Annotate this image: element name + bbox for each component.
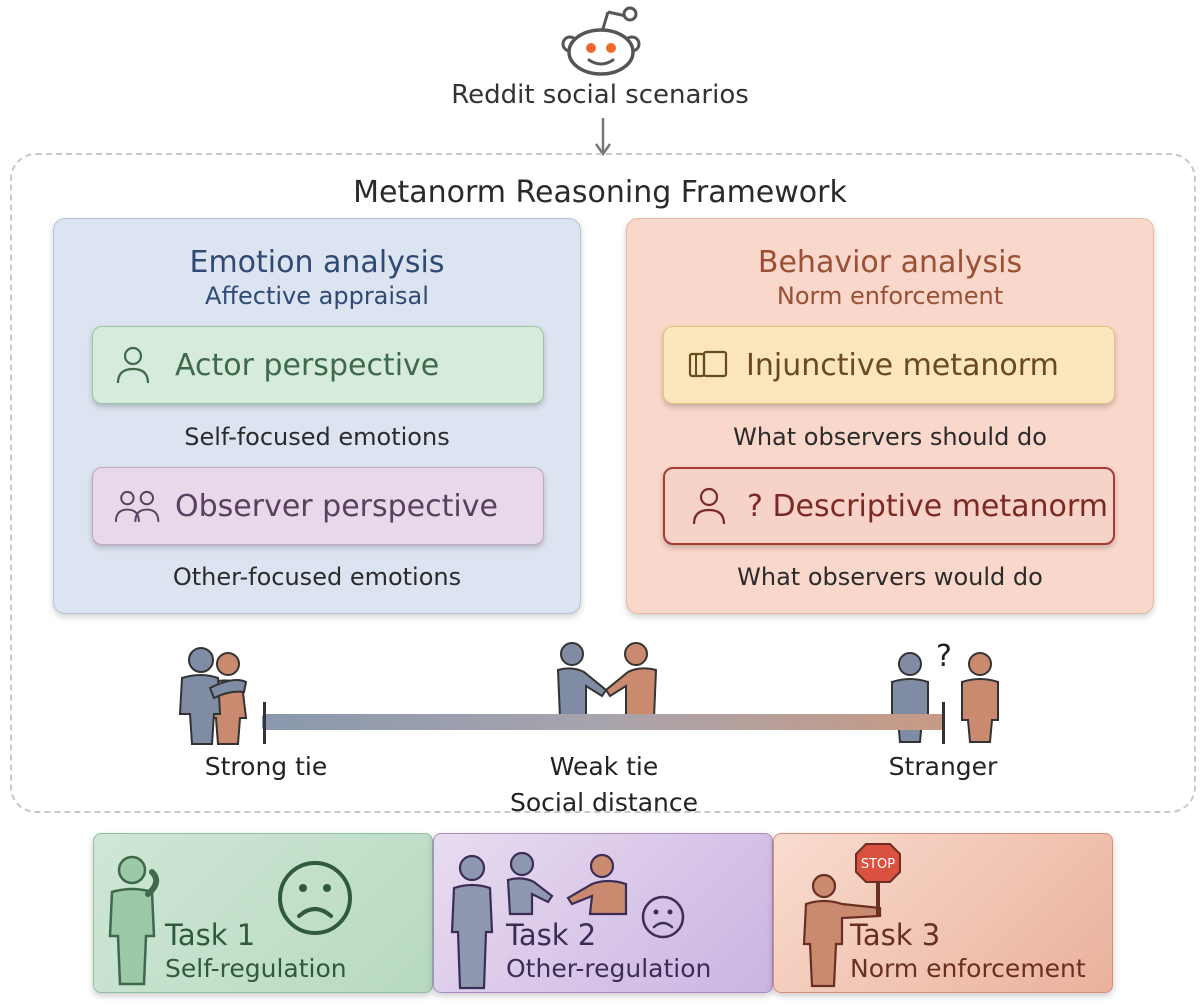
sad-face-icon [641, 895, 685, 939]
svg-text:?: ? [936, 640, 952, 674]
behavior-analysis-panel [626, 218, 1154, 614]
person-outline-icon [116, 346, 150, 384]
injunctive-metanorm-card: Injunctive metanorm [663, 326, 1115, 404]
strong-tie-label: Strong tie [204, 752, 328, 781]
injunctive-metanorm-label: Injunctive metanorm [746, 347, 1059, 383]
reddit-alien-icon [561, 6, 641, 76]
task-3-description: Norm enforcement [850, 954, 1086, 983]
should-do-caption: What observers should do [733, 423, 1047, 451]
other-focused-caption: Other-focused emotions [172, 563, 462, 591]
task-2-description: Other-regulation [506, 954, 712, 983]
source-label: Reddit social scenarios [451, 80, 749, 110]
behavior-analysis-title: Behavior analysis [757, 245, 1023, 280]
handshake-people-icon [556, 642, 658, 719]
stop-sign-person-icon: STOP [802, 843, 901, 988]
weak-tie-label: Weak tie [549, 752, 659, 781]
sad-face-icon [278, 861, 352, 935]
observer-perspective-card: Observer perspective [92, 467, 544, 545]
task-2-name: Task 2 [506, 918, 597, 952]
actor-perspective-label: Actor perspective [175, 347, 440, 383]
distance-tick-right [942, 702, 945, 744]
emotion-analysis-panel [53, 218, 581, 614]
strangers-icon: ? [891, 640, 999, 743]
would-do-caption: What observers would do [737, 563, 1043, 591]
person-question-icon [692, 487, 726, 525]
emotion-analysis-title: Emotion analysis [189, 245, 445, 280]
behavior-analysis-subtitle: Norm enforcement [776, 282, 1004, 310]
stranger-label: Stranger [888, 752, 998, 781]
actor-perspective-card: Actor perspective [92, 326, 544, 404]
social-distance-bar [262, 714, 944, 730]
task-1-name: Task 1 [165, 918, 256, 952]
task-3-name: Task 3 [850, 918, 941, 952]
task-1-description: Self-regulation [165, 954, 347, 983]
stop-sign-text: STOP [861, 857, 895, 872]
descriptive-metanorm-card: ? Descriptive metanorm [663, 467, 1115, 545]
emotion-analysis-subtitle: Affective appraisal [205, 282, 429, 310]
hugging-people-icon [178, 647, 248, 745]
descriptive-metanorm-label: ? Descriptive metanorm [747, 488, 1108, 524]
social-distance-title: Social distance [509, 788, 698, 817]
self-focused-caption: Self-focused emotions [184, 423, 450, 451]
distance-tick-left [263, 702, 266, 744]
helping-people-icon [450, 851, 628, 990]
book-icon [688, 350, 728, 378]
down-arrow-icon [594, 118, 612, 157]
two-people-icon [115, 490, 160, 522]
observer-perspective-label: Observer perspective [175, 488, 498, 524]
framework-frame [10, 153, 1196, 813]
thinking-person-icon [108, 855, 160, 986]
framework-title: Metanorm Reasoning Framework [353, 175, 847, 210]
